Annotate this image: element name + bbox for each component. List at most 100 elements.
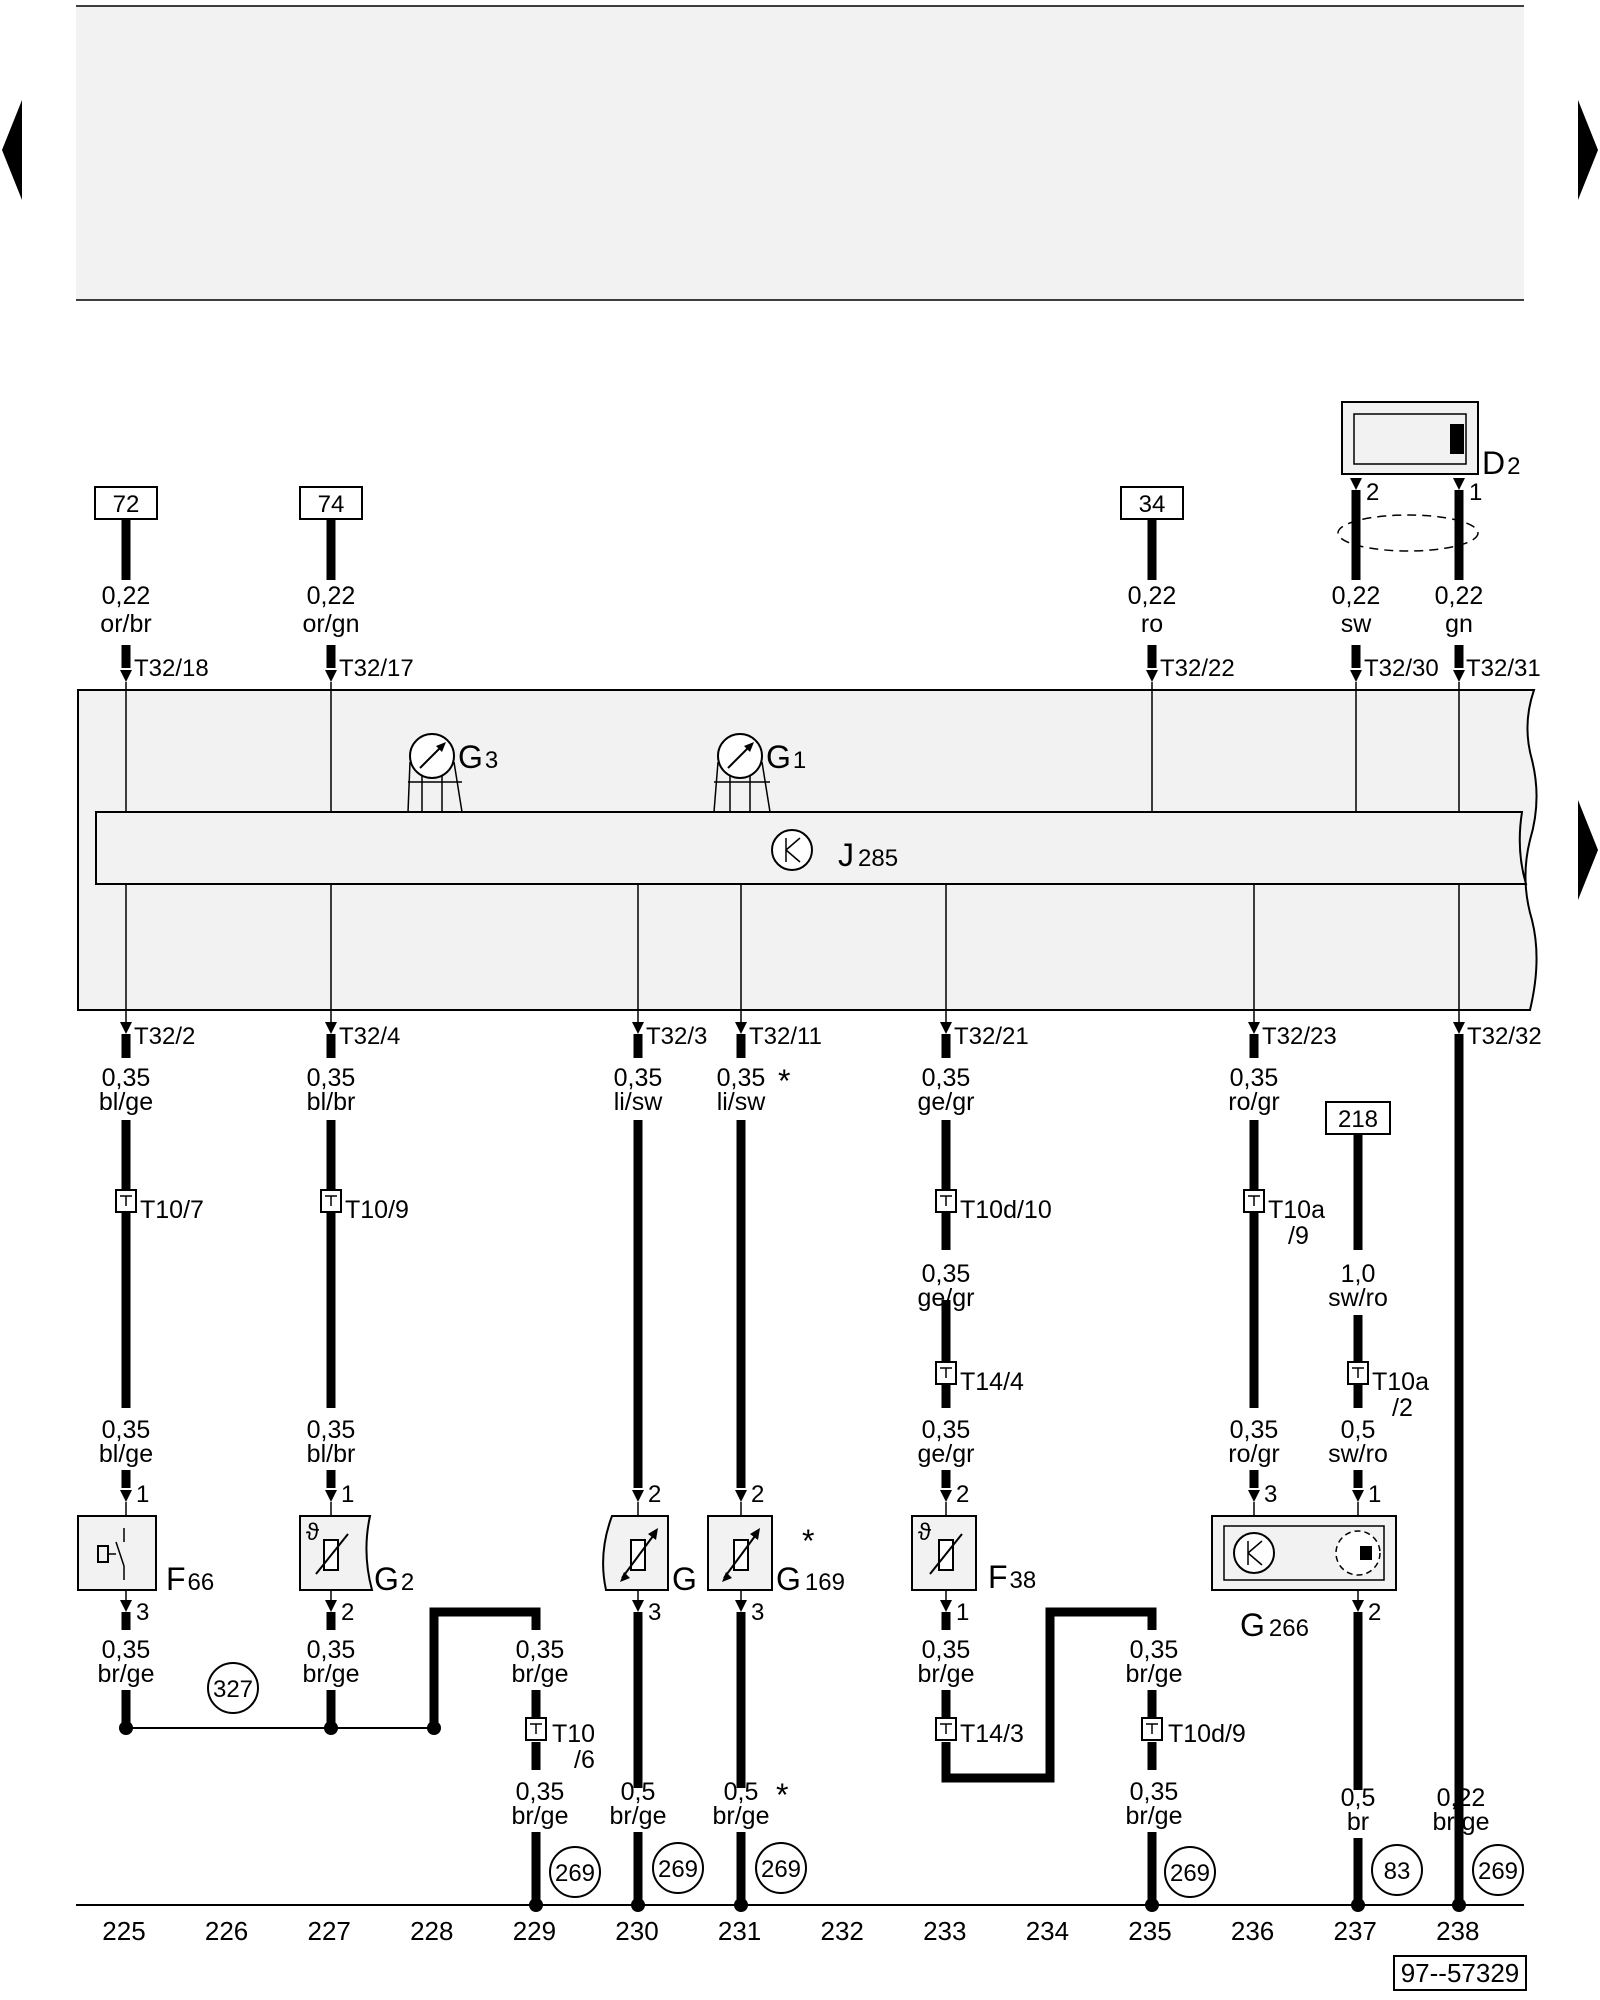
svg-text:2: 2 <box>341 1599 354 1626</box>
svg-text:/9: /9 <box>1288 1222 1309 1250</box>
svg-text:T32/11: T32/11 <box>749 1023 822 1050</box>
svg-text:ro/gr: ro/gr <box>1228 1088 1279 1116</box>
ground-ref-269-231: 269 <box>755 1842 807 1894</box>
ground-ref-269-235: 269 <box>1164 1846 1216 1898</box>
svg-text:74: 74 <box>318 491 345 518</box>
component-g169 <box>707 1515 773 1591</box>
svg-text:0,5: 0,5 <box>724 1778 759 1806</box>
svg-text:97--57329: 97--57329 <box>1401 1958 1520 1988</box>
svg-text:3: 3 <box>648 1599 661 1626</box>
svg-text:T14/4: T14/4 <box>960 1368 1024 1396</box>
svg-text:34: 34 <box>1139 491 1166 518</box>
component-d2: D2 <box>1341 401 1520 481</box>
svg-text:T10/7: T10/7 <box>140 1196 204 1224</box>
svg-text:*: * <box>776 1777 788 1813</box>
nav-right-lower-icon[interactable] <box>1578 800 1598 900</box>
svg-text:0,22: 0,22 <box>102 582 151 610</box>
svg-text:327: 327 <box>213 1676 253 1703</box>
svg-text:T10d/10: T10d/10 <box>960 1196 1052 1224</box>
column-number: 236 <box>1231 1916 1274 1946</box>
svg-text:1,0: 1,0 <box>1341 1260 1376 1288</box>
ground-ref-269-238: 269 <box>1472 1844 1524 1896</box>
svg-text:83: 83 <box>1384 1858 1411 1885</box>
svg-text:3: 3 <box>136 1599 149 1626</box>
svg-text:3: 3 <box>751 1599 764 1626</box>
svg-text:ge/gr: ge/gr <box>918 1088 975 1116</box>
column-number: 230 <box>615 1916 658 1946</box>
connector-t10a-2-icon <box>1347 1361 1369 1385</box>
svg-text:0,35: 0,35 <box>102 1064 151 1092</box>
svg-text:T32/2: T32/2 <box>134 1023 195 1050</box>
svg-text:li/sw: li/sw <box>717 1088 767 1116</box>
component-f66 <box>77 1515 157 1591</box>
component-g <box>602 1515 669 1591</box>
svg-text:1: 1 <box>1368 1481 1381 1508</box>
svg-text:gn: gn <box>1445 610 1473 638</box>
svg-text:T10a: T10a <box>1268 1196 1325 1224</box>
svg-text:br/ge: br/ge <box>1126 1660 1183 1688</box>
nav-left-icon[interactable] <box>2 100 22 200</box>
svg-text:T10: T10 <box>552 1720 595 1748</box>
svg-text:1: 1 <box>136 1481 149 1508</box>
svg-text:br/ge: br/ge <box>98 1660 155 1688</box>
nav-right-icon[interactable] <box>1578 100 1598 200</box>
svg-text:T32/32: T32/32 <box>1467 1023 1542 1050</box>
connector-t10-6-icon <box>525 1717 547 1741</box>
svg-text:0,22: 0,22 <box>1332 582 1381 610</box>
svg-text:sw/ro: sw/ro <box>1328 1440 1388 1468</box>
svg-text:T32/22: T32/22 <box>1160 655 1235 682</box>
svg-text:1: 1 <box>956 1599 969 1626</box>
svg-text:bl/ge: bl/ge <box>99 1088 153 1116</box>
svg-text:br/ge: br/ge <box>303 1660 360 1688</box>
svg-text:0,35: 0,35 <box>1230 1416 1279 1444</box>
ref-box-218: 218 <box>1325 1101 1391 1135</box>
svg-text:2: 2 <box>1368 1599 1381 1626</box>
svg-text:0,22: 0,22 <box>1435 582 1484 610</box>
svg-text:bl/ge: bl/ge <box>99 1440 153 1468</box>
svg-text:G1: G1 <box>766 739 806 775</box>
svg-text:0,35: 0,35 <box>307 1064 356 1092</box>
svg-text:0,35: 0,35 <box>1130 1636 1179 1664</box>
connector-t10d-10-icon <box>935 1189 957 1213</box>
svg-text:ro/gr: ro/gr <box>1228 1440 1279 1468</box>
column-number: 225 <box>102 1916 145 1946</box>
svg-text:269: 269 <box>1478 1858 1518 1885</box>
svg-text:ge/gr: ge/gr <box>918 1440 975 1468</box>
svg-text:G3: G3 <box>458 739 498 775</box>
svg-text:T32/18: T32/18 <box>134 655 209 682</box>
connector-t10-9-icon <box>320 1189 342 1213</box>
svg-text:ϑ: ϑ <box>306 1519 319 1546</box>
svg-text:0,35: 0,35 <box>922 1064 971 1092</box>
gauge-g1-icon <box>713 733 771 813</box>
control-unit-icon <box>771 829 813 871</box>
column-number: 234 <box>1026 1916 1069 1946</box>
connector-t14-4-icon <box>935 1361 957 1385</box>
connector-t10d-9-icon <box>1141 1717 1163 1741</box>
ground-ref-83: 83 <box>1371 1844 1423 1896</box>
svg-text:ϑ: ϑ <box>918 1519 931 1546</box>
svg-text:0,35: 0,35 <box>307 1416 356 1444</box>
svg-text:T32/3: T32/3 <box>646 1023 707 1050</box>
header-panel <box>76 6 1524 300</box>
svg-text:ro: ro <box>1141 610 1163 638</box>
svg-text:*: * <box>778 1063 790 1099</box>
svg-text:0,5: 0,5 <box>621 1778 656 1806</box>
svg-text:269: 269 <box>658 1856 698 1883</box>
svg-text:0,35: 0,35 <box>717 1064 766 1092</box>
component-g2: ϑ <box>299 1515 374 1591</box>
svg-text:T10/9: T10/9 <box>345 1196 409 1224</box>
svg-text:br/ge: br/ge <box>610 1802 667 1830</box>
gauge-g3-icon <box>407 733 463 813</box>
svg-text:ge/gr: ge/gr <box>918 1284 975 1312</box>
svg-text:1: 1 <box>1469 479 1482 506</box>
svg-text:br/ge: br/ge <box>1126 1802 1183 1830</box>
svg-text:sw/ro: sw/ro <box>1328 1284 1388 1312</box>
column-number: 237 <box>1334 1916 1377 1946</box>
svg-text:218: 218 <box>1338 1106 1378 1133</box>
svg-text:0,35: 0,35 <box>516 1778 565 1806</box>
svg-text:sw: sw <box>1341 610 1373 638</box>
column-number: 235 <box>1128 1916 1171 1946</box>
svg-text:T32/17: T32/17 <box>339 655 414 682</box>
